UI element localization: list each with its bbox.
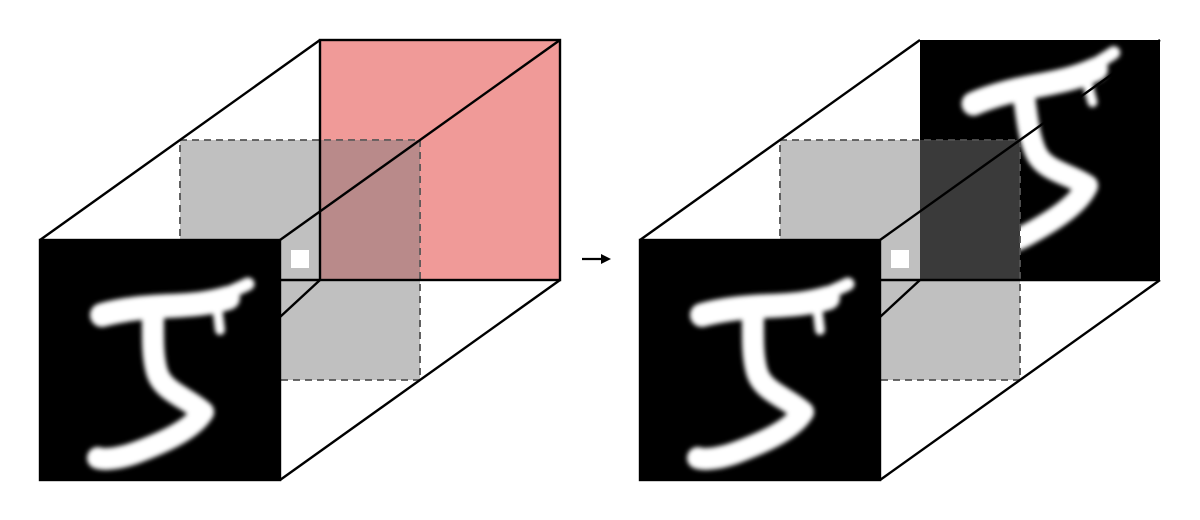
output-volume bbox=[638, 39, 1161, 482]
front-face-digit bbox=[638, 238, 882, 482]
volume-edges bbox=[39, 38, 562, 481]
front-face-digit bbox=[38, 238, 282, 482]
dark-overlap-region bbox=[920, 140, 1020, 280]
square-marker-icon bbox=[291, 250, 309, 268]
volume-edges bbox=[639, 39, 1161, 481]
square-marker-icon bbox=[891, 250, 909, 268]
overlap-region bbox=[320, 140, 420, 280]
input-volume bbox=[38, 38, 562, 482]
right-arrow-icon bbox=[582, 254, 611, 264]
